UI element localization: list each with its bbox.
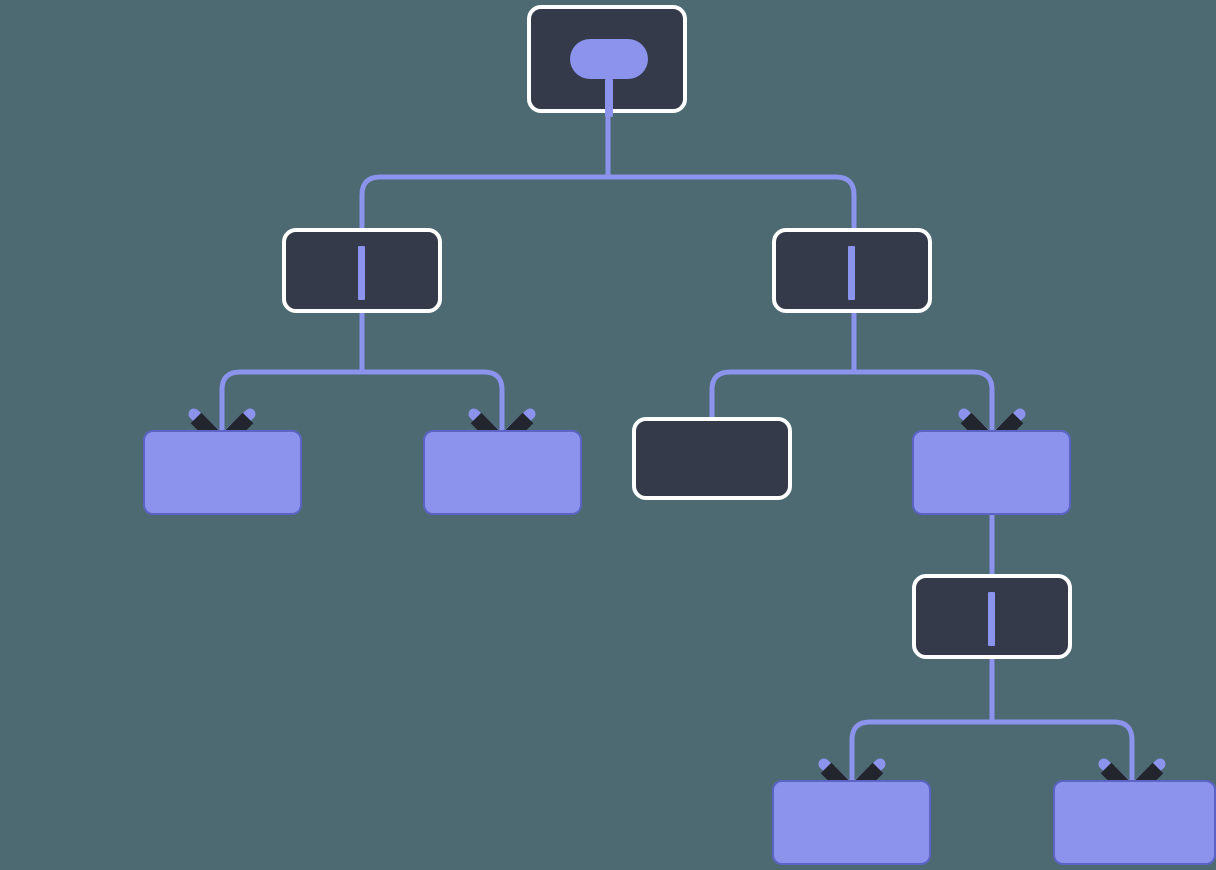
edge-bus3-right — [854, 369, 995, 435]
node-bar-icon — [358, 246, 365, 300]
node-leaf-d[interactable] — [772, 780, 931, 865]
node-right-branch[interactable] — [772, 228, 932, 313]
node-root[interactable] — [527, 5, 687, 117]
root-stem-icon — [605, 79, 613, 117]
node-left-branch[interactable] — [282, 228, 442, 313]
edge-bus2-left — [219, 369, 362, 435]
edge-bus3-left — [709, 369, 854, 419]
node-bar-icon — [988, 592, 995, 646]
edge-bus4-left — [849, 719, 992, 785]
root-pill-icon — [570, 39, 648, 79]
node-bar-icon — [848, 246, 855, 300]
edge-bus4-right — [992, 719, 1135, 785]
node-right-child-empty[interactable] — [632, 417, 792, 500]
edge-bus2-right — [362, 369, 505, 435]
node-leaf-e[interactable] — [1053, 780, 1216, 865]
node-right-subbranch[interactable] — [912, 574, 1072, 659]
node-leaf-a[interactable] — [143, 430, 302, 515]
node-leaf-b[interactable] — [423, 430, 582, 515]
node-leaf-c[interactable] — [912, 430, 1071, 515]
